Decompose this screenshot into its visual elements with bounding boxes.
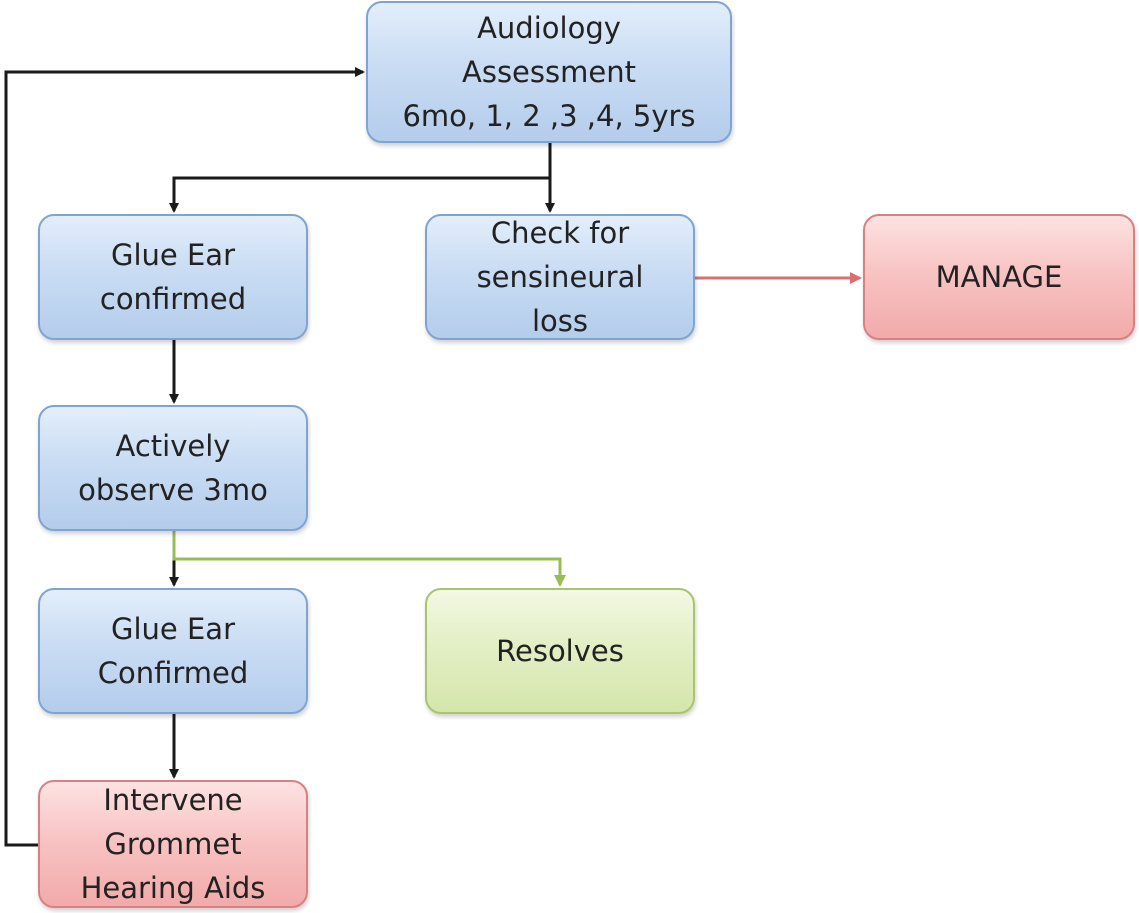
actively-observe-label: Actively observe 3mo	[78, 429, 268, 507]
check-sensorineural-box: Check for sensineural loss	[425, 214, 695, 340]
arrow-audiology-to-glue-ear	[169, 143, 552, 213]
glue-ear-confirmed-box: Glue Ear confirmed	[38, 214, 308, 340]
intervene-label: Intervene Grommet Hearing Aids	[80, 783, 266, 905]
resolves-label: Resolves	[496, 634, 624, 668]
audiology-assessment-label: Audiology Assessment 6mo, 1, 2 ,3 ,4, 5y…	[402, 11, 696, 133]
glue-ear-confirmed-2-box: Glue Ear Confirmed	[38, 588, 308, 714]
audiology-assessment-box: Audiology Assessment 6mo, 1, 2 ,3 ,4, 5y…	[366, 1, 732, 143]
check-sensorineural-label: Check for sensineural loss	[476, 216, 644, 338]
arrow-intervene-loop-to-audiology	[4, 67, 365, 847]
resolves-box: Resolves	[425, 588, 695, 714]
intervene-box: Intervene Grommet Hearing Aids	[38, 780, 308, 908]
glue-ear-confirmed-label: Glue Ear confirmed	[99, 238, 247, 316]
arrow-observe-to-resolves	[172, 531, 566, 587]
glue-ear-confirmed-2-label: Glue Ear Confirmed	[97, 612, 249, 690]
actively-observe-box: Actively observe 3mo	[38, 405, 308, 531]
manage-box: MANAGE	[863, 214, 1135, 340]
manage-label: MANAGE	[935, 260, 1063, 294]
